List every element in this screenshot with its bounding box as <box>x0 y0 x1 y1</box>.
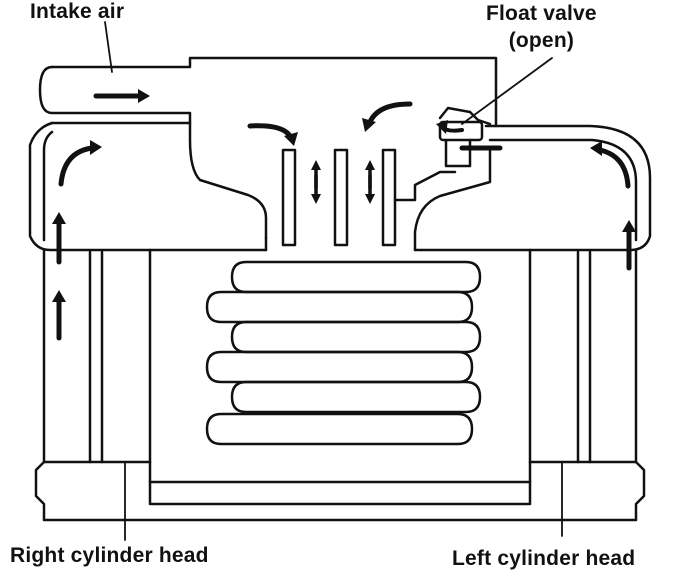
arrow-right-up-upper <box>52 212 66 265</box>
coiled-tubes <box>205 260 482 446</box>
left-cylinder-head-label: Left cylinder head <box>452 547 636 570</box>
arrow-float-valve-flow <box>436 120 503 151</box>
intake-tube <box>38 56 498 240</box>
intake-air-label: Intake air <box>30 0 125 23</box>
runner-arrow-1 <box>311 160 321 204</box>
float-valve-label: Float valve (open) <box>486 0 597 54</box>
arrow-right-up-lower <box>52 290 66 341</box>
float-valve-label-line1: Float valve <box>486 2 597 25</box>
leader-lines <box>104 21 563 541</box>
arrow-intake <box>93 89 150 103</box>
airflow-arrows <box>52 89 636 341</box>
float-valve-label-line2: (open) <box>508 29 575 52</box>
right-cylinder-head-label: Right cylinder head <box>10 544 209 567</box>
arrow-left-curve <box>590 141 631 189</box>
right-plenum-wall <box>28 121 268 252</box>
runner-arrow-2 <box>365 160 375 204</box>
arrow-center-right-turn <box>247 123 298 146</box>
lower-crankcase <box>34 248 646 522</box>
center-runners <box>281 148 457 247</box>
arrow-left-up <box>622 220 636 271</box>
arrow-center-left-turn <box>362 101 413 132</box>
float-valve-assembly <box>438 106 492 168</box>
arrow-right-curve <box>58 140 102 187</box>
left-plenum-wall <box>413 124 652 252</box>
